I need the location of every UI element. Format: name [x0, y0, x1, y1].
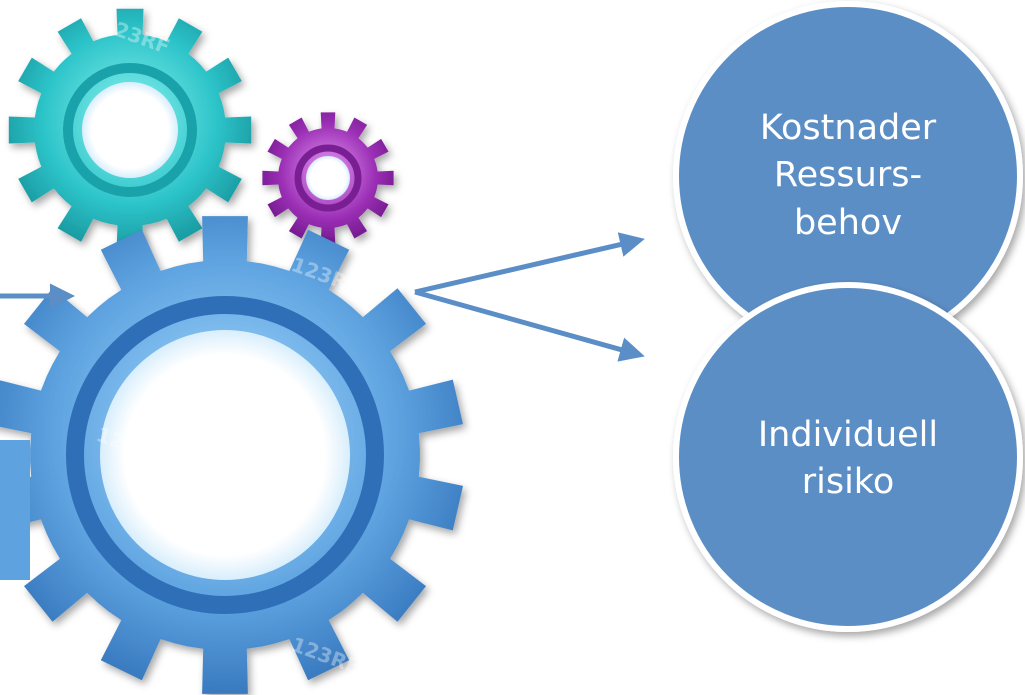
gear-left-stub: [0, 440, 30, 580]
gear-icon-large: [0, 216, 463, 694]
gear-hole: [306, 156, 350, 200]
gear-ring: [294, 144, 362, 212]
gear-icon-purple: [262, 112, 394, 244]
arrow-icon-to-risk: [414, 289, 645, 362]
arrow-icon-to-costs: [414, 232, 645, 295]
circle-risk: [673, 282, 1023, 632]
gear-icon-teal: [8, 8, 252, 252]
gear-ring: [66, 296, 384, 614]
gear-ring: [63, 63, 197, 197]
gear-hole: [82, 82, 178, 178]
gear-hole: [100, 330, 350, 580]
